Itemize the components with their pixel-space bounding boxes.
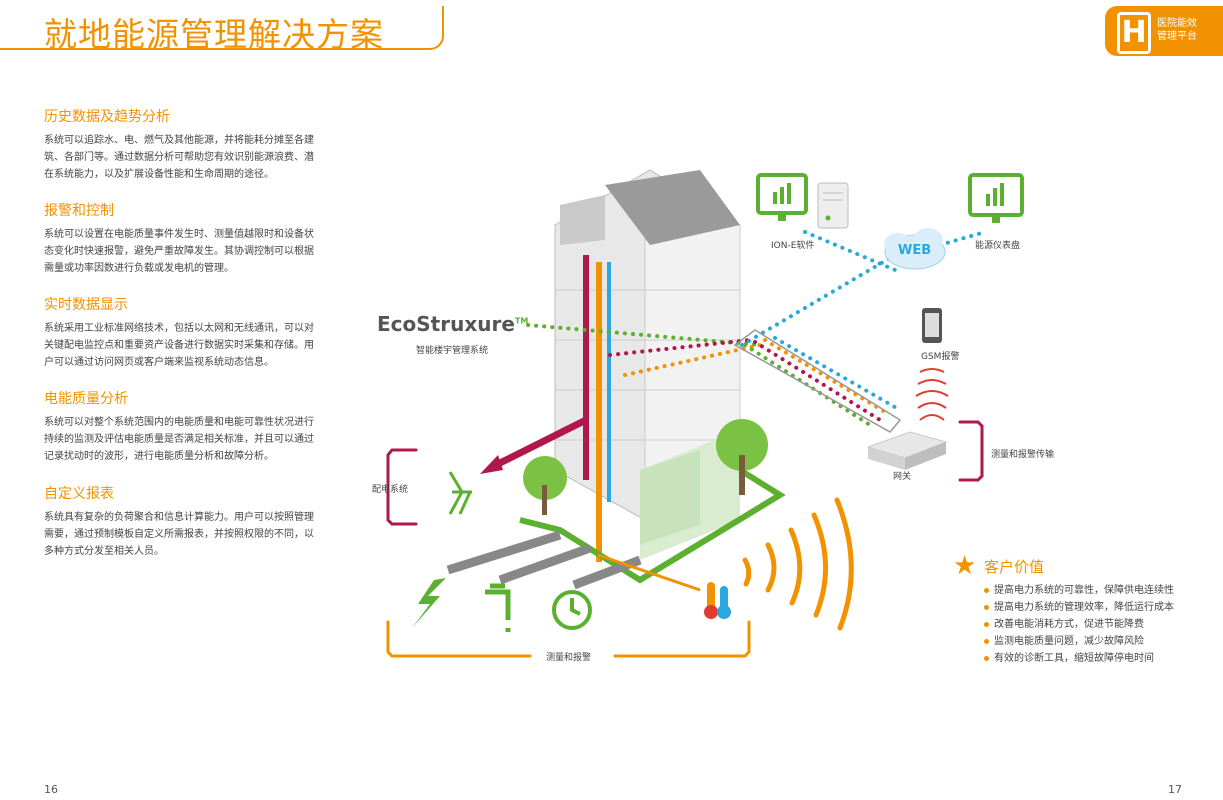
list-item: 提高电力系统的可靠性，保障供电连续性 — [984, 582, 1174, 599]
tree-left — [523, 456, 567, 515]
section-line: 需要，通过预制模板自定义所需报表，并按照权限的不同，以 — [44, 529, 314, 540]
section-title-realtime: 实时数据显示 — [44, 297, 128, 313]
gateway-label: 网关 — [893, 472, 912, 482]
ion-label: ION-E软件 — [771, 241, 815, 251]
distribution-arrow — [480, 416, 588, 474]
sensor-waves — [742, 497, 854, 631]
section-body-power-quality: 系统可以对整个系统范围内的电能质量和电能可靠性状况进行 持续的监测及评估电能质量… — [44, 414, 334, 465]
measure-label: 测量和报警 — [546, 653, 592, 663]
section-line: 持续的监测及评估电能质量是否满足相关标准，并且可以通过 — [44, 434, 314, 445]
list-item: 改善电能消耗方式，促进节能降费 — [984, 616, 1174, 633]
hospital-badge: H 医院能效 管理平台 — [1105, 6, 1223, 56]
badge-h-icon: H — [1117, 12, 1151, 54]
section-title-alarm: 报警和控制 — [44, 203, 114, 219]
section-body-realtime: 系统采用工业标准网络技术，包括以太网和无线通讯，可以对 关键配电监控点和重要资产… — [44, 320, 334, 371]
transmit-label: 测量和报警传输 — [991, 450, 1055, 460]
list-item: 有效的诊断工具，缩短故障停电时间 — [984, 650, 1174, 667]
section-line: 多种方式分发至相关人员。 — [44, 546, 164, 557]
logo-tm: TM — [514, 316, 529, 326]
data-dots — [526, 230, 987, 427]
section-body-alarm: 系统可以设置在电能质量事件发生时、测量值越限时和设备状 态变化时快速报警，避免严… — [44, 226, 334, 277]
bracket-frames — [386, 420, 984, 658]
gsm-label: GSM报警 — [921, 352, 960, 362]
star-icon: ★ — [953, 551, 977, 581]
section-line: 户可以通过访问网页或客户端来监视系统动态信息。 — [44, 357, 274, 368]
monitor-icon — [756, 173, 808, 221]
section-line: 系统采用工业标准网络技术，包括以太网和无线通讯，可以对 — [44, 323, 314, 334]
logo-text: EcoStruxure — [377, 312, 515, 336]
section-line: 系统可以设置在电能质量事件发生时、测量值越限时和设备状 — [44, 229, 314, 240]
section-line: 态变化时快速报警，避免严重故障发生。其协调控制可以根据 — [44, 246, 314, 257]
dashboard-monitor-icon — [968, 173, 1024, 223]
title-frame — [0, 6, 444, 50]
tree-right — [716, 419, 768, 495]
section-line: 在系统能力，以及扩展设备性能和生命周期的途径。 — [44, 169, 274, 180]
logo-subtitle: 智能楼宇管理系统 — [416, 346, 489, 356]
distribution-switch-icon — [448, 471, 472, 515]
customer-value-title: 客户价值 — [984, 558, 1045, 576]
thermometer-icon — [704, 582, 731, 619]
dashboard-label: 能源仪表盘 — [975, 241, 1021, 251]
wireless-waves — [915, 368, 949, 421]
section-line: 筑、各部门等。通过数据分析可帮助您有效识别能源浪费、潜 — [44, 152, 314, 163]
server-icon — [817, 182, 849, 229]
section-line: 关键配电监控点和重要资产设备进行数据实时采集和存储。用 — [44, 340, 314, 351]
list-item: 监测电能质量问题，减少故障风险 — [984, 633, 1174, 650]
ground-pipe — [498, 543, 592, 585]
web-cloud-icon — [884, 228, 946, 270]
gateway-band — [733, 329, 902, 433]
section-title-power-quality: 电能质量分析 — [44, 391, 128, 407]
section-body-history: 系统可以追踪水、电、燃气及其他能源，并将能耗分摊至各建 筑、各部门等。通过数据分… — [44, 132, 334, 183]
badge-line1: 医院能效 — [1157, 18, 1197, 29]
page-number-left: 16 — [44, 783, 58, 796]
section-line: 需量或功率因数进行负载或发电机的管理。 — [44, 263, 234, 274]
list-item: 提高电力系统的管理效率，降低运行成本 — [984, 599, 1174, 616]
badge-text: 医院能效 管理平台 — [1157, 17, 1197, 43]
section-line: 系统可以对整个系统范围内的电能质量和电能可靠性状况进行 — [44, 417, 314, 428]
section-line: 系统具有复杂的负荷聚合和信息计算能力。用户可以按照管理 — [44, 512, 314, 523]
page-title: 就地能源管理解决方案 — [44, 15, 384, 54]
section-body-reports: 系统具有复杂的负荷聚合和信息计算能力。用户可以按照管理 需要，通过预制模板自定义… — [44, 509, 334, 560]
building-illustration — [554, 169, 741, 562]
section-title-reports: 自定义报表 — [44, 486, 114, 502]
page-number-right: 17 — [1168, 783, 1182, 796]
phone-icon — [922, 308, 942, 343]
water-tap-icon — [485, 583, 511, 632]
section-title-history: 历史数据及趋势分析 — [44, 109, 170, 125]
orange-sensor-line — [597, 553, 701, 592]
clock-icon — [552, 590, 592, 630]
gateway-device — [866, 431, 948, 470]
customer-value-list: 提高电力系统的可靠性，保障供电连续性 提高电力系统的管理效率，降低运行成本 改善… — [984, 582, 1174, 667]
ground-pipe — [446, 530, 562, 575]
lightning-icon — [412, 578, 446, 628]
ecostruxure-logo: EcoStruxureTM — [377, 312, 528, 336]
green-loop-pipe — [519, 467, 786, 584]
section-line: 系统可以追踪水、电、燃气及其他能源，并将能耗分摊至各建 — [44, 135, 314, 146]
distribution-label: 配电系统 — [372, 485, 409, 495]
web-label: WEB — [898, 243, 932, 258]
badge-line2: 管理平台 — [1157, 31, 1197, 42]
section-line: 记录扰动时的波形，进行电能质量分析和故障分析。 — [44, 451, 274, 462]
